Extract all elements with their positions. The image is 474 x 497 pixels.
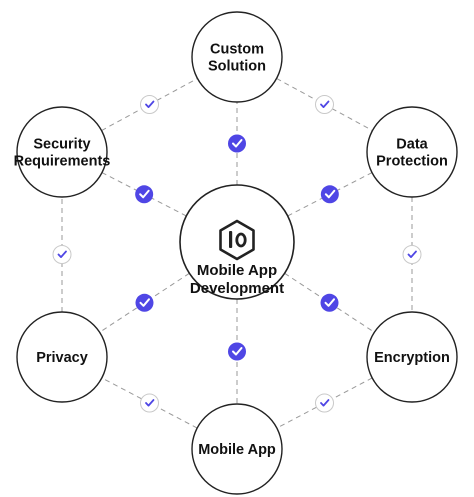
node-circle [16,106,108,198]
check-badge-filled-icon [320,185,339,204]
node-label: Encryption [374,350,450,366]
check-badge-filled-icon [228,134,246,153]
check-badge-filled-icon [320,293,339,312]
node-circle [16,311,108,403]
check-badge-filled-icon [135,293,154,312]
node-label: Data [396,137,428,153]
center-label: Development [190,280,284,297]
node-encryption: Encryption [366,311,458,403]
center-label: Mobile App [197,262,277,279]
node-circle [191,11,283,103]
node-label: Mobile App [198,442,276,458]
check-badge-outline-icon [315,95,334,114]
check-badge-outline-icon [315,393,334,413]
node-label: Privacy [36,350,88,366]
diagram-nodes: CustomSolutionDataProtectionEncryptionMo… [14,11,458,495]
check-badge-outline-icon [140,95,159,114]
node-circle [366,311,458,403]
check-badge-outline-icon [52,245,72,264]
node-circle [191,403,283,495]
hexagon-logo-icon [219,219,255,261]
connector-badges [52,95,422,413]
node-label: Solution [208,59,266,75]
node-privacy: Privacy [16,311,108,403]
check-badge-filled-icon [228,342,246,361]
node-label: Requirements [14,154,111,170]
node-label: Custom [210,42,264,58]
node-circle [366,106,458,198]
check-badge-filled-icon [135,185,154,204]
node-label: Protection [376,154,448,170]
node-mobile-app: Mobile App [191,403,283,495]
node-label: Security [33,137,90,153]
check-badge-outline-icon [140,393,159,413]
check-badge-outline-icon [402,245,422,264]
